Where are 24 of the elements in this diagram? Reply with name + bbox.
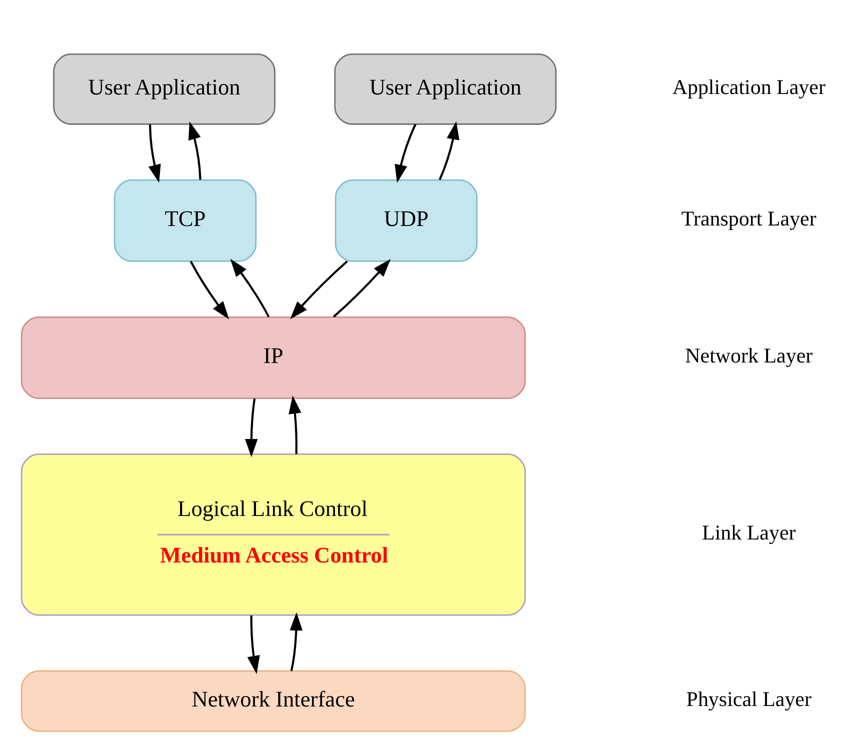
arrow: [247, 615, 260, 674]
node-box: Logical Link Control Medium Access Control: [20, 454, 526, 616]
label: Physical Layer: [686, 686, 812, 711]
node-box: TCP: [114, 179, 257, 262]
arrow: [230, 258, 270, 318]
arrow: [244, 398, 258, 458]
arrow: [288, 395, 302, 454]
node-box: User Application: [53, 54, 276, 125]
label: Transport Layer: [681, 206, 816, 231]
node-box: UDP: [334, 179, 478, 262]
node-box: User Application: [334, 54, 557, 125]
arrow: [190, 260, 230, 320]
label: Application Layer: [672, 75, 826, 100]
arrow: [332, 258, 391, 318]
node-box: Network Interface: [20, 670, 526, 732]
label: Network Layer: [685, 344, 813, 368]
label: Link Layer: [702, 520, 796, 545]
arrow: [148, 124, 161, 183]
arrow: [290, 612, 303, 672]
node-box: IP: [20, 316, 526, 399]
arrow: [188, 121, 202, 180]
arrow: [394, 124, 416, 183]
arrow: [438, 121, 460, 180]
arrow: [290, 260, 348, 320]
